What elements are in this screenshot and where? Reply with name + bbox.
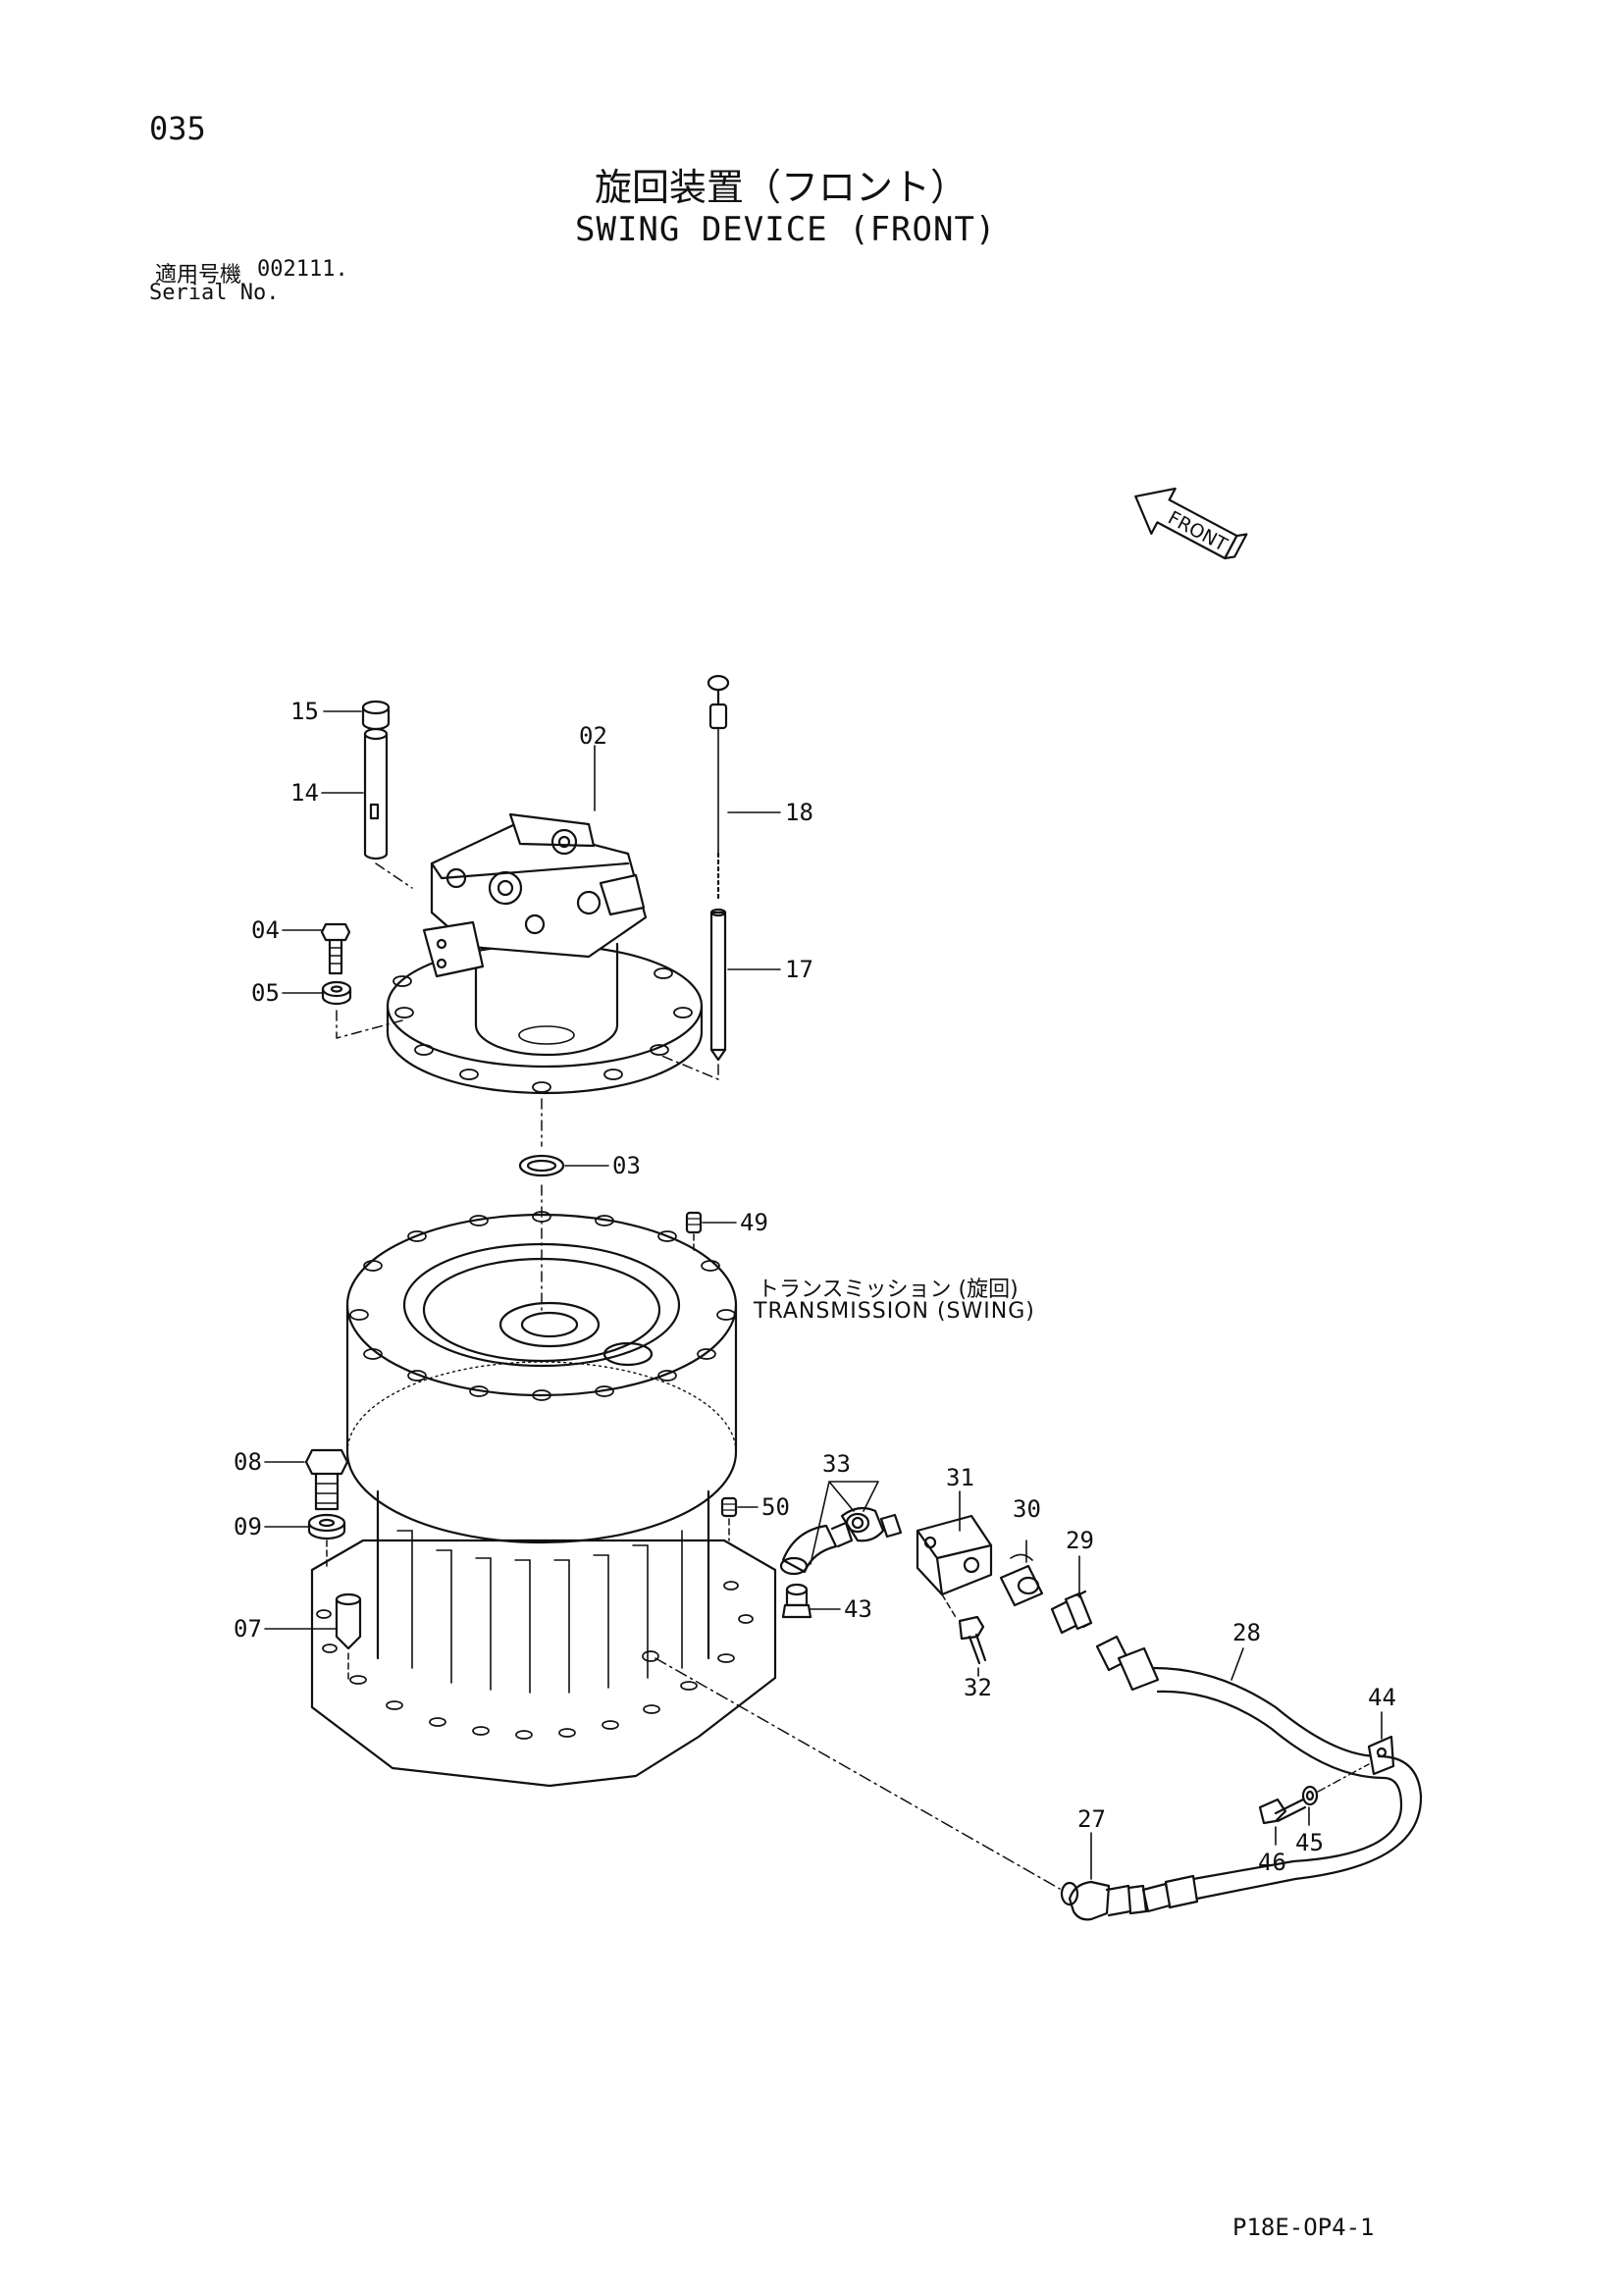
label-30: 30: [1013, 1495, 1041, 1523]
plug-49: [685, 1211, 703, 1234]
page-title-en: SWING DEVICE (FRONT): [575, 210, 997, 249]
page-title-jp: 旋回装置（フロント）: [595, 166, 969, 209]
label-09: 09: [234, 1513, 262, 1540]
washer-05: [321, 980, 352, 1006]
part-labels: 15 14 02 18 04 05 17 03 49 08 09 07 50 4…: [234, 698, 1396, 1876]
serial-value: 002111.: [257, 257, 348, 282]
transmission-label-en: TRANSMISSION (SWING): [754, 1299, 1035, 1324]
label-28: 28: [1232, 1619, 1261, 1646]
label-08: 08: [234, 1448, 262, 1476]
bolt-04: [320, 922, 351, 975]
page-number: 035: [149, 110, 206, 147]
adapter-29: [1050, 1590, 1093, 1635]
reference-code: P18E-OP4-1: [1232, 2214, 1375, 2241]
washer-09: [307, 1513, 346, 1540]
label-07: 07: [234, 1615, 262, 1643]
bolt-46: [1258, 1798, 1307, 1825]
label-46: 46: [1258, 1849, 1286, 1876]
elbow-27: [1060, 1880, 1148, 1921]
hose-28-return: [1141, 1754, 1423, 1913]
transmission-label-jp: トランスミッション (旋回): [758, 1278, 1019, 1302]
label-45: 45: [1295, 1829, 1324, 1856]
label-02: 02: [579, 722, 607, 750]
swing-transmission: [310, 1211, 777, 1788]
snap-ring-03: [518, 1154, 565, 1177]
label-05: 05: [251, 979, 280, 1007]
label-14: 14: [290, 779, 319, 807]
label-31: 31: [946, 1464, 974, 1491]
label-43: 43: [844, 1595, 872, 1623]
label-44: 44: [1368, 1684, 1396, 1711]
label-04: 04: [251, 916, 280, 944]
cap-15: [361, 700, 391, 731]
bolt-32: [958, 1615, 987, 1665]
label-03: 03: [612, 1152, 641, 1179]
label-32: 32: [964, 1674, 992, 1701]
plug-50: [720, 1496, 738, 1518]
label-15: 15: [290, 698, 319, 725]
label-17: 17: [785, 956, 813, 983]
block-31: [916, 1514, 993, 1596]
label-50: 50: [761, 1493, 790, 1521]
elbow-33: [779, 1506, 903, 1576]
pipe-17: [709, 908, 727, 1062]
pipe-14: [363, 727, 389, 861]
bolt-08: [304, 1448, 349, 1511]
swing-motor: [386, 812, 704, 1095]
fitting-30: [999, 1553, 1044, 1607]
plug-43: [781, 1583, 812, 1619]
label-18: 18: [785, 799, 813, 826]
label-49: 49: [740, 1209, 768, 1236]
pin-07: [335, 1592, 362, 1650]
label-29: 29: [1066, 1527, 1094, 1554]
front-arrow-icon: FRONT: [1134, 487, 1248, 560]
label-33: 33: [822, 1450, 851, 1478]
serial-label-en: Serial No.: [149, 281, 280, 305]
dipstick-18: [707, 674, 730, 900]
washer-45: [1301, 1785, 1319, 1806]
label-27: 27: [1077, 1805, 1106, 1833]
serial-label-jp: 適用号機: [155, 263, 242, 287]
